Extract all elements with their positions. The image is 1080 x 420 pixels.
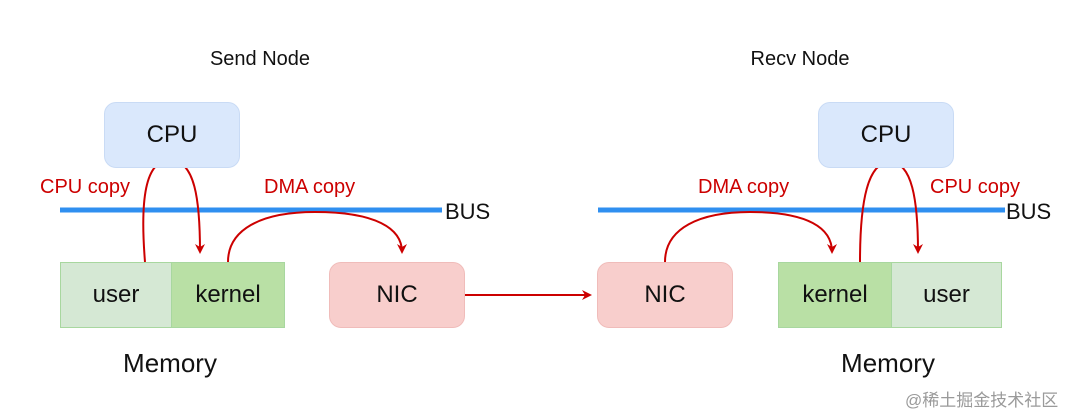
recv-cpu-box: CPU [818, 102, 954, 168]
recv-dma-copy-label: DMA copy [698, 176, 790, 198]
send-cpu-label: CPU [146, 121, 198, 148]
send-cpu-copy-label: CPU copy [40, 176, 131, 198]
send-cpu-box: CPU [104, 102, 240, 168]
recv-dma-copy-arrow [664, 210, 837, 263]
recv-cpu-copy-label: CPU copy [930, 176, 1021, 198]
recv-user-memory: user [891, 262, 1002, 328]
send-bus-label: BUS [445, 199, 491, 224]
recv-nic-box: NIC [597, 262, 733, 328]
recv-memory-label: Memory [841, 348, 935, 378]
send-memory-label: Memory [123, 348, 217, 378]
recv-kernel-label: kernel [802, 281, 868, 308]
send-kernel-memory: kernel [171, 262, 285, 328]
recv-kernel-memory: kernel [778, 262, 892, 328]
send-user-memory: user [60, 262, 172, 328]
recv-user-label: user [923, 281, 970, 308]
recv-bus-label: BUS [1006, 199, 1052, 224]
send-node-title: Send Node [209, 48, 311, 70]
send-user-label: user [92, 281, 140, 308]
watermark-text: @稀土掘金技术社区 [905, 391, 1059, 410]
send-kernel-label: kernel [195, 281, 261, 308]
recv-cpu-label: CPU [860, 121, 912, 148]
send-dma-copy-label: DMA copy [264, 176, 356, 198]
send-nic-box: NIC [329, 262, 465, 328]
send-dma-copy-arrow [227, 210, 407, 263]
recv-nic-label: NIC [644, 281, 686, 308]
recv-node-title: Recv Node [750, 48, 850, 70]
send-nic-label: NIC [376, 281, 418, 308]
